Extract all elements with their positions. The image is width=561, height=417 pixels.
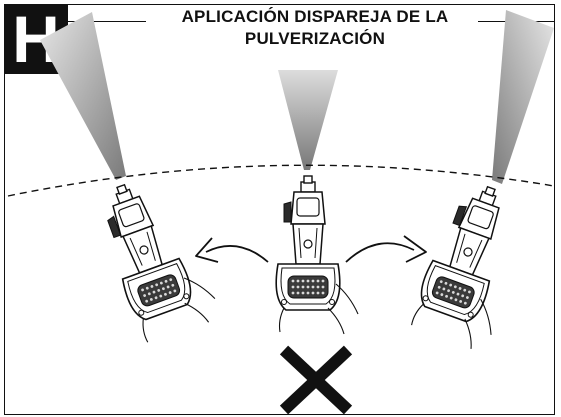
spray-cone-left [40,12,126,180]
spray-gun-right [406,176,540,355]
panel-border [4,4,555,415]
surface-arc [7,164,555,197]
spray-cone-center [278,70,338,170]
curved-arrow-icon [345,235,427,263]
panel-title: APLICACIÓN DISPAREJA DE LA PULVERIZACIÓN [80,6,550,50]
title-rule-left [68,21,146,22]
x-mark-icon [279,345,353,415]
title-line-2: PULVERIZACIÓN [244,29,386,48]
title-line-1: APLICACIÓN DISPAREJA DE LA [175,6,455,28]
curved-arrow-icon [195,237,269,263]
spray-gun-center [275,175,359,335]
spray-cone-right [492,10,554,184]
